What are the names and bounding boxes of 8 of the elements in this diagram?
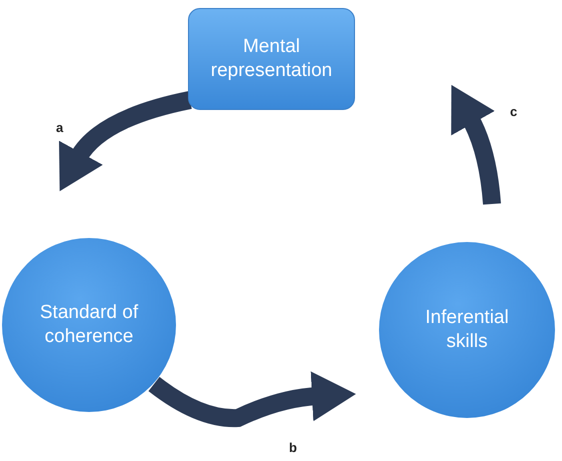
node-label: Mental representation bbox=[210, 35, 334, 83]
node-label: Standard of coherence bbox=[38, 301, 140, 349]
edge-label: b bbox=[287, 440, 299, 455]
curved-arrow bbox=[148, 372, 356, 428]
curved-arrow bbox=[450, 84, 501, 205]
node-label: Inferential skills bbox=[424, 306, 510, 354]
curved-arrow bbox=[58, 91, 192, 190]
process-box bbox=[188, 8, 355, 110]
